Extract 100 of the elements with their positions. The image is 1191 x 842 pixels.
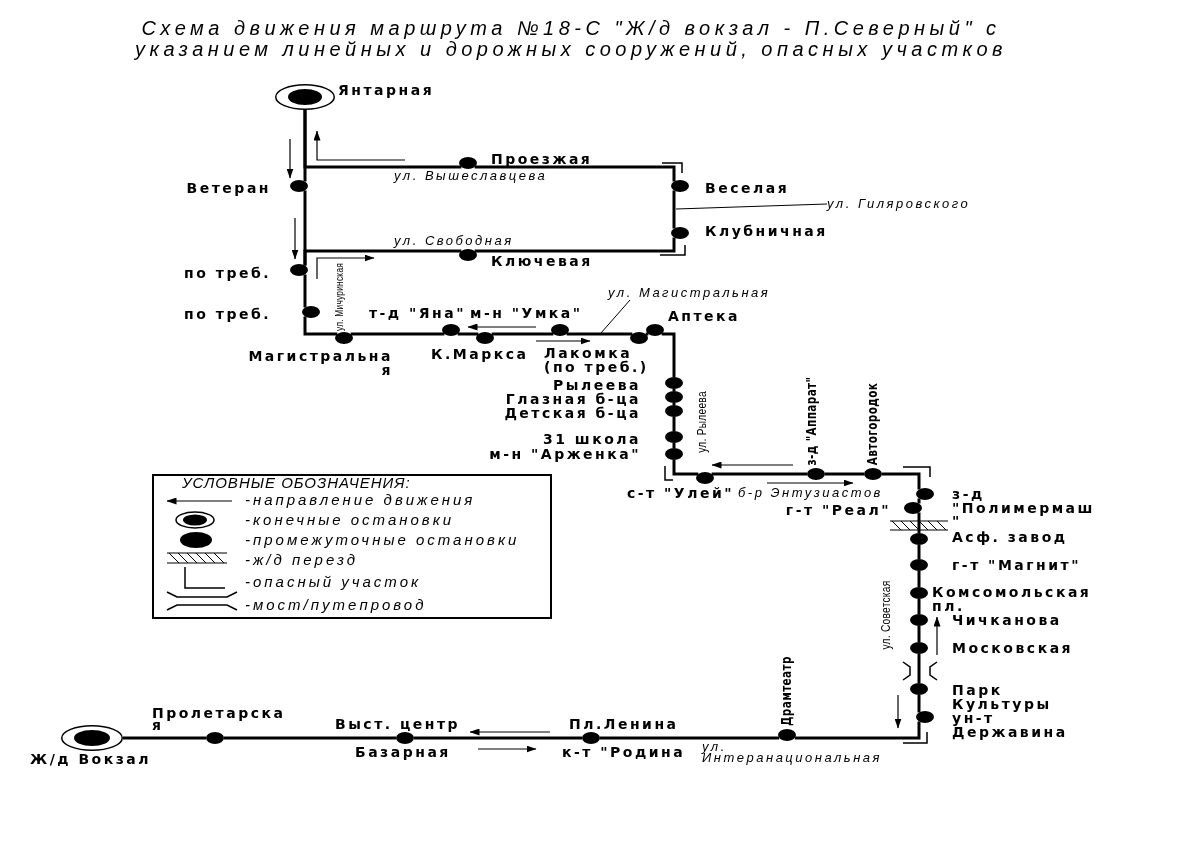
- stop-name: Клубничная: [705, 224, 828, 238]
- stop-name: Комсомольская пл.: [932, 585, 1092, 613]
- stop-dot: [910, 533, 928, 545]
- stop-dot: [864, 468, 882, 480]
- route-line: [303, 316, 338, 336]
- route-line: [661, 332, 676, 377]
- stop-dot: [910, 683, 928, 695]
- stop-name: ун-т Державина: [952, 711, 1068, 739]
- stop-name: Веселая: [705, 181, 790, 195]
- stop-name: з-д "Аппарат": [804, 376, 818, 466]
- stop-name: Московская: [952, 641, 1074, 655]
- stop-name: з-д "Полимермаш ": [952, 488, 1095, 529]
- stop-dot: [910, 587, 928, 599]
- legend-text: -конечные остановки: [245, 512, 455, 528]
- stop-dot: [665, 431, 683, 443]
- leader-line: [600, 299, 631, 334]
- stop-name: Детская б-ца: [504, 406, 641, 420]
- stop-name: по треб.: [184, 266, 271, 280]
- street-name: ул. Свободная: [394, 234, 514, 248]
- stop-name: Рылеева: [553, 378, 641, 392]
- route-line: [672, 460, 699, 476]
- route-line: [794, 721, 921, 740]
- stop-dot: [910, 614, 928, 626]
- stop-dot: [778, 729, 796, 741]
- stop-name: г-т "Реал": [785, 503, 891, 517]
- stop-name: Асф. завод: [952, 530, 1068, 544]
- stop-name: г-т "Магнит": [952, 558, 1081, 572]
- route-line: [882, 472, 921, 490]
- street-name: ул. Вышеславцева: [394, 169, 548, 183]
- stop-dot: [910, 559, 928, 571]
- stop-dot: [807, 468, 825, 480]
- route-line: [645, 332, 649, 336]
- stop-dot: [916, 488, 934, 500]
- stop-name: Выст. центр: [335, 717, 461, 731]
- route-line: [303, 110, 462, 169]
- stop-name: Автогородок: [865, 382, 879, 466]
- route-line: [566, 332, 633, 336]
- stop-name: 31 школа: [542, 432, 641, 446]
- route-line: [414, 736, 582, 740]
- legend-text: -промежуточные остановки: [245, 532, 520, 548]
- route-line: [350, 332, 445, 336]
- route-line: [917, 695, 921, 713]
- route-line: [600, 736, 780, 740]
- route-line: [224, 736, 396, 740]
- route-line: [825, 472, 864, 476]
- route-line: [672, 190, 676, 229]
- stop-dot: [459, 249, 477, 261]
- stop-dot: [696, 472, 714, 484]
- stop-dot: [671, 227, 689, 239]
- stop-dot: [671, 180, 689, 192]
- legend-text: -ж/д перезд: [245, 552, 359, 568]
- leader-line: [675, 203, 828, 210]
- stop-dot: [290, 180, 308, 192]
- stop-dot: [442, 324, 460, 336]
- stop-name: Глазная б-ца: [505, 392, 641, 406]
- stop-name: Базарная: [355, 745, 451, 759]
- route-line: [303, 274, 307, 308]
- stop-name: с-т "Улей": [626, 486, 734, 500]
- street-name: ул. Гиляровского: [827, 197, 971, 211]
- route-line: [474, 165, 676, 182]
- route-line: [457, 332, 479, 336]
- street-name: ул. Мичуринская: [332, 262, 346, 332]
- stop-dot: [665, 405, 683, 417]
- route-line: [672, 389, 676, 391]
- stop-name: по треб.: [184, 307, 271, 321]
- route-line: [917, 599, 921, 614]
- street-name: ул. Интеранациональная: [702, 741, 882, 763]
- route-line: [917, 512, 921, 533]
- stop-name: Пл.Ленина: [569, 717, 679, 731]
- route-line: [917, 545, 921, 559]
- stop-dot: [665, 391, 683, 403]
- route-line: [917, 498, 921, 504]
- stop-name: к-т "Родина: [562, 745, 686, 759]
- stop-dot: [290, 264, 308, 276]
- stop-dot: [665, 377, 683, 389]
- stop-dot: [646, 324, 664, 336]
- stop-dot: [910, 642, 928, 654]
- legend-text: -опасный участок: [245, 574, 422, 590]
- stop-name: Аптека: [668, 309, 741, 323]
- stop-name: Пролетарска я: [152, 707, 286, 731]
- route-line: [474, 237, 676, 253]
- legend-title: УСЛОВНЫЕ ОБОЗНАЧЕНИЯ:: [182, 475, 411, 491]
- stop-dot: [904, 502, 922, 514]
- stop-dot: [916, 711, 934, 723]
- legend-text: -мост/путепровод: [245, 597, 427, 613]
- terminal-marker: [61, 725, 123, 751]
- route-line: [303, 249, 462, 266]
- stop-dot: [582, 732, 600, 744]
- stop-name: м-н "Арженка": [489, 447, 641, 461]
- stop-dot: [665, 448, 683, 460]
- stop-dot: [302, 306, 320, 318]
- stop-name: Проезжая: [491, 152, 593, 166]
- route-line: [917, 571, 921, 587]
- diagram-title: Схема движения маршрута №18-С "Ж/д вокзал - П.Северный" с указанием линейных и дорожных сооружений, опасных участков: [133, 18, 1009, 60]
- stop-name: Янтарная: [338, 83, 435, 97]
- stop-dot: [630, 332, 648, 344]
- stop-name: Ключевая: [491, 254, 593, 268]
- stop-name: Лакомка (по треб.): [544, 346, 650, 374]
- street-name: ул. Магистральная: [608, 286, 771, 300]
- route-line: [672, 417, 676, 431]
